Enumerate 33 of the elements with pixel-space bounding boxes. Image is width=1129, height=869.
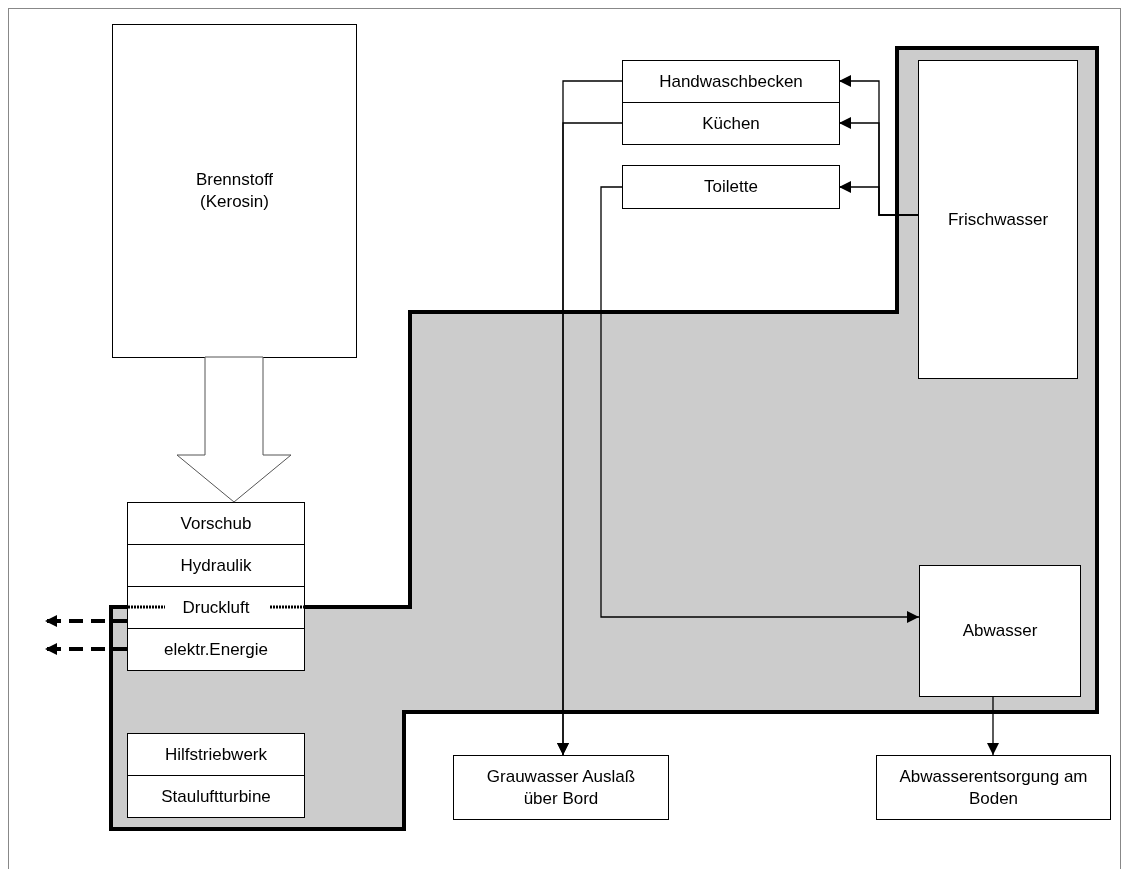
- system-box: [127, 733, 305, 776]
- system-box: [127, 628, 305, 671]
- box-label: elektr.Energie: [164, 638, 268, 661]
- system-box: [622, 102, 840, 145]
- system-box: [876, 755, 1111, 820]
- box-label: Abwasser: [962, 620, 1038, 642]
- box-label: Toilette: [704, 176, 758, 198]
- box-label: Hydraulik: [180, 554, 252, 577]
- system-box: [127, 775, 305, 818]
- box-label: Brennstoff (Kerosin): [194, 169, 275, 213]
- system-box: [919, 565, 1081, 697]
- system-box: [127, 544, 305, 587]
- box-label: Frischwasser: [947, 208, 1049, 231]
- system-box: [127, 502, 305, 545]
- box-label: Grauwasser Auslaß über Bord: [485, 765, 637, 810]
- system-box: [918, 60, 1078, 379]
- box-label: Vorschub: [180, 512, 252, 535]
- box-label: Küchen: [702, 112, 760, 135]
- system-box: [112, 24, 357, 358]
- box-label: Stauluftturbine: [161, 785, 271, 808]
- block-arrow: [176, 356, 292, 503]
- arrow: [838, 181, 919, 216]
- box-label: Hilfstriebwerk: [165, 743, 267, 766]
- system-box: [622, 60, 840, 103]
- box-label: Handwaschbecken: [659, 70, 803, 93]
- arrow: [600, 186, 920, 623]
- arrow: [45, 643, 127, 655]
- arrow: [45, 615, 127, 627]
- system-box: [622, 165, 840, 209]
- box-label: Abwasserentsorgung am Boden: [898, 765, 1089, 810]
- system-box: [453, 755, 669, 820]
- arrow: [987, 695, 999, 756]
- box-label: Druckluft: [182, 596, 250, 619]
